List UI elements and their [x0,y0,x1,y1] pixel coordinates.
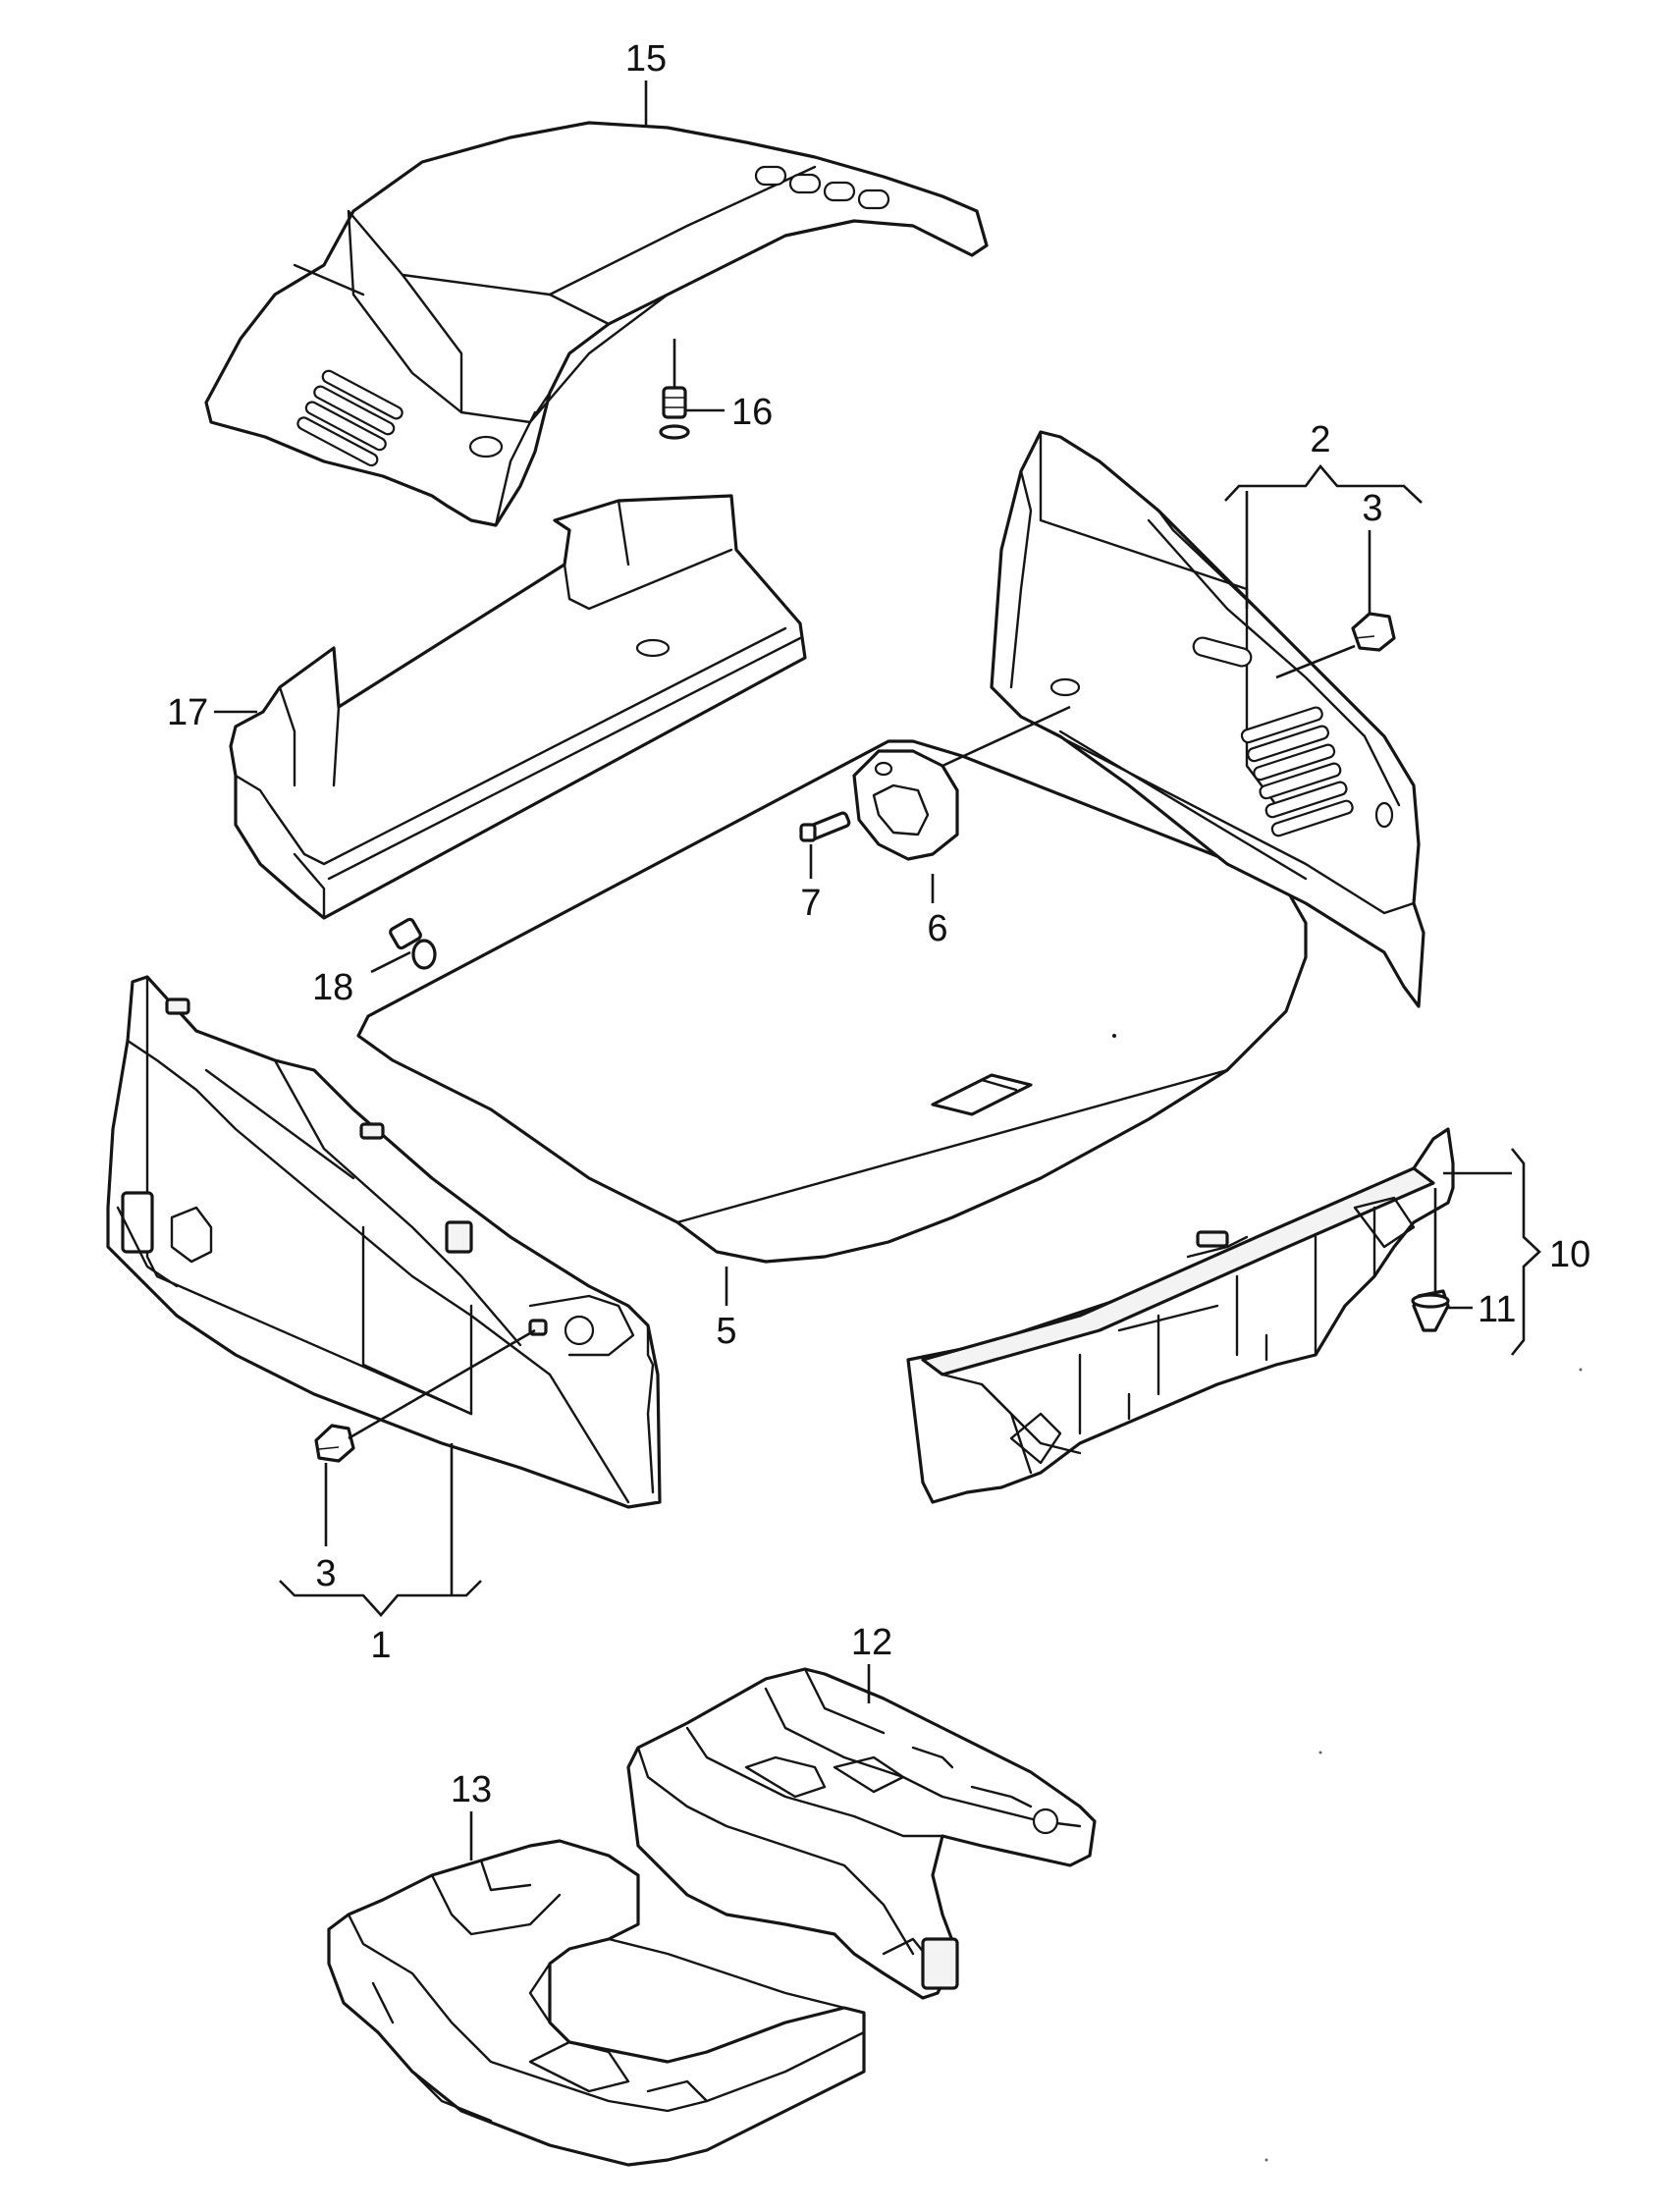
part-15-rear-shelf-trim[interactable] [204,121,989,527]
part-12-tool-box-insert[interactable] [626,1667,1097,2000]
part-3-clip-left[interactable] [314,1424,355,1463]
callout-1: 1 [370,1625,391,1666]
callout-3-left: 3 [315,1553,336,1594]
callout-3-right: 3 [1362,488,1382,529]
part-11-clip[interactable] [1411,1289,1450,1332]
part-1-left-side-trim[interactable] [106,975,662,1509]
callout-11: 11 [1478,1289,1516,1330]
part-10-rear-cross-panel-trim[interactable] [906,1127,1455,1504]
part-18-clip[interactable] [389,917,437,970]
callout-5: 5 [716,1311,736,1352]
part-13-spare-wheel-insert[interactable] [327,1839,866,2167]
part-7-screw[interactable] [799,811,851,842]
callout-13: 13 [451,1769,492,1810]
callout-6: 6 [927,908,947,949]
part-2-right-side-trim[interactable] [990,430,1425,1008]
callout-10: 10 [1549,1234,1590,1275]
callout-labels: 15 16 17 18 2 3 7 6 5 10 11 3 1 12 13 [167,38,1590,1810]
callout-15: 15 [625,38,667,80]
part-3-clip-right[interactable] [1351,612,1396,652]
callout-17: 17 [167,692,208,733]
callout-12: 12 [851,1622,892,1663]
part-5-load-floor[interactable] [356,739,1308,1264]
leader-lines [214,81,1541,1861]
callout-2: 2 [1310,419,1330,460]
scan-specks [1264,1368,1583,2162]
part-17-rear-panel-trim[interactable] [229,494,807,920]
callout-7: 7 [800,883,821,924]
callout-16: 16 [731,392,773,433]
part-16-clip[interactable] [659,386,690,440]
callout-18: 18 [312,967,353,1008]
part-6-lashing-eye-trim[interactable] [852,749,959,861]
